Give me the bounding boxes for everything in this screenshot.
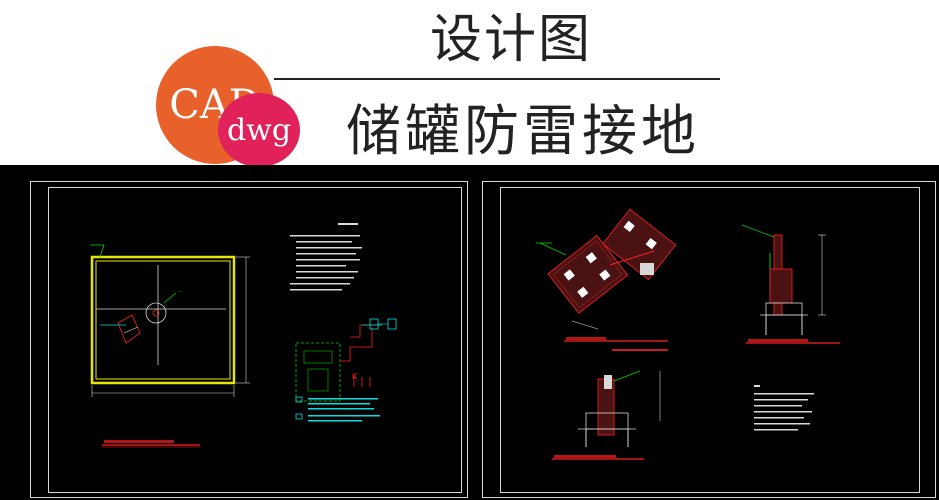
drawing-sheet-right [482, 181, 936, 498]
schematic-label: K [352, 372, 358, 381]
foundation-section-2 [552, 370, 661, 460]
svg-text:—: — [178, 289, 182, 294]
dwg-badge: dwg [218, 93, 300, 167]
title-divider [274, 78, 720, 80]
page-title-main: 储罐防雷接地 [346, 99, 701, 163]
design-notes-block [290, 223, 362, 291]
cad-canvas: — [0, 165, 939, 500]
drawing-sheet-left [30, 181, 468, 498]
notes-block-right [754, 385, 814, 431]
grounding-schematic [295, 318, 397, 422]
page-title-top: 设计图 [430, 10, 593, 70]
header-banner: CAD dwg 设计图 储罐防雷接地 [0, 0, 939, 167]
drawing-sheet-left-border [48, 187, 462, 493]
foundation-section-1 [741, 224, 840, 344]
drawing-sheet-right-border [500, 187, 920, 493]
dwg-badge-label: dwg [226, 112, 292, 148]
tank-foundation-plan [536, 208, 677, 351]
cad-drawings: — [90, 208, 840, 460]
tank-plan-view: — [90, 244, 250, 448]
